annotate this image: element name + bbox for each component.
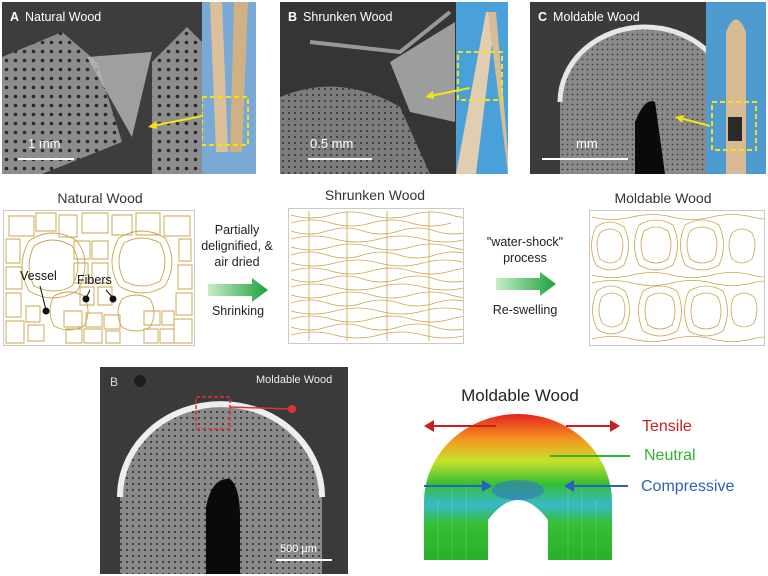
bottom-sem-letter: B xyxy=(110,375,119,389)
compressive-label: Compressive xyxy=(641,478,735,495)
shrinking-arrow xyxy=(208,278,268,302)
tensile-label: Tensile xyxy=(642,418,692,435)
step2-action: Re-swelling xyxy=(492,303,558,317)
fibers-label: Fibers xyxy=(77,273,112,287)
zoom-arrow-c xyxy=(675,115,711,127)
natural-wood-photo xyxy=(202,2,256,174)
moldable-wood-bend-sem xyxy=(100,367,348,574)
vessel-fiber-pointers xyxy=(39,285,117,315)
bottom-sem-caption: Moldable Wood xyxy=(256,374,333,386)
shrunken-wood-photo xyxy=(456,2,508,174)
fea-title: Moldable Wood xyxy=(461,386,579,405)
scale-text-c: mm xyxy=(576,136,598,151)
shrunken-wood-cell-diagram xyxy=(288,208,464,344)
natural-wood-cell-diagram xyxy=(3,210,195,346)
neutral-label: Neutral xyxy=(644,447,696,464)
zoom-arrow-b xyxy=(425,87,471,99)
step1-action: Shrinking xyxy=(211,304,265,318)
moldable-wood-cell-diagram xyxy=(589,210,765,346)
natural-wood-title: Natural Wood xyxy=(57,190,143,206)
scale-bar-a xyxy=(18,158,74,160)
bottom-scale-text: 500 µm xyxy=(280,543,317,555)
scale-text-b: 0.5 mm xyxy=(310,136,354,151)
scale-bar-b xyxy=(308,158,372,160)
vessel-label: Vessel xyxy=(20,269,57,283)
scale-text-a: 1 mm xyxy=(28,136,61,151)
bottom-sem-panel: B Moldable Wood 500 µm xyxy=(100,367,348,574)
fea-stress-map xyxy=(424,414,612,560)
reswelling-arrow xyxy=(496,272,556,296)
shrunken-wood-title: Shrunken Wood xyxy=(324,187,426,203)
zoom-arrow-a xyxy=(148,115,203,129)
bottom-scale-bar xyxy=(276,559,332,561)
moldable-wood-photo xyxy=(706,2,766,174)
step1-note: Partially delignified, & air dried xyxy=(201,223,273,269)
moldable-wood-title: Moldable Wood xyxy=(614,190,712,206)
step2-note: "water-shock" process xyxy=(486,235,564,265)
scale-bar-c xyxy=(542,158,628,160)
